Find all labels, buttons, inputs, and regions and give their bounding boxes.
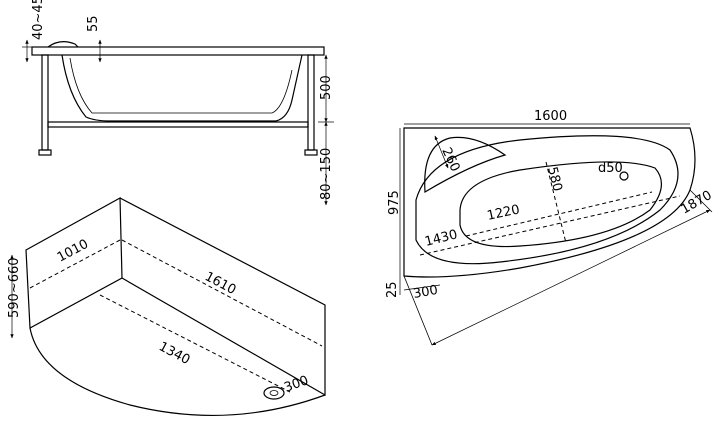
side-rim <box>31 46 325 56</box>
side-dim-rim: 40~45 <box>31 0 46 40</box>
iso-drain <box>263 386 285 400</box>
plan-dim-bowl-width: 580 <box>544 165 565 193</box>
iso-dim-wall: 590~660 <box>7 257 22 318</box>
plan-dim-corner: 300 <box>412 283 439 302</box>
iso-dim-long: 1610 <box>202 269 238 298</box>
side-dim-edge: 55 <box>86 15 101 32</box>
iso-dim-depth: 1010 <box>55 237 91 266</box>
plan-dim-seat: 260 <box>438 145 462 174</box>
iso-back-wall <box>25 196 123 329</box>
side-dim-legs: 80~150 <box>319 148 334 200</box>
iso-floor <box>29 327 326 416</box>
side-leg-right <box>307 54 315 151</box>
side-view: 40~45 55 500 80~150 <box>22 0 334 206</box>
iso-dim-front: 1340 <box>156 339 192 368</box>
plan-dim-outer-length: 1430 <box>423 227 459 250</box>
side-dim-height: 500 <box>319 75 334 100</box>
side-leg-left <box>41 54 49 151</box>
side-headrest <box>47 41 79 48</box>
plan-dim-side: 975 <box>387 190 402 215</box>
plan-view: 1600 260 580 d50 1220 1430 975 1870 25 3… <box>385 109 715 346</box>
side-crossbar <box>47 121 309 128</box>
plan-dim-diag: 1870 <box>679 188 715 218</box>
plan-dim-width: 1600 <box>534 109 567 124</box>
plan-dim-small: 25 <box>385 281 400 298</box>
plan-seat <box>424 136 507 194</box>
side-bowl <box>61 54 303 122</box>
plan-drain <box>619 171 629 181</box>
iso-side-wall <box>119 197 326 397</box>
iso-dim-drain: 300 <box>282 373 310 396</box>
plan-dim-bowl-length: 1220 <box>486 202 521 224</box>
iso-view: 590~660 1010 1610 1340 300 <box>7 196 326 416</box>
plan-dim-drain: d50 <box>598 161 623 176</box>
